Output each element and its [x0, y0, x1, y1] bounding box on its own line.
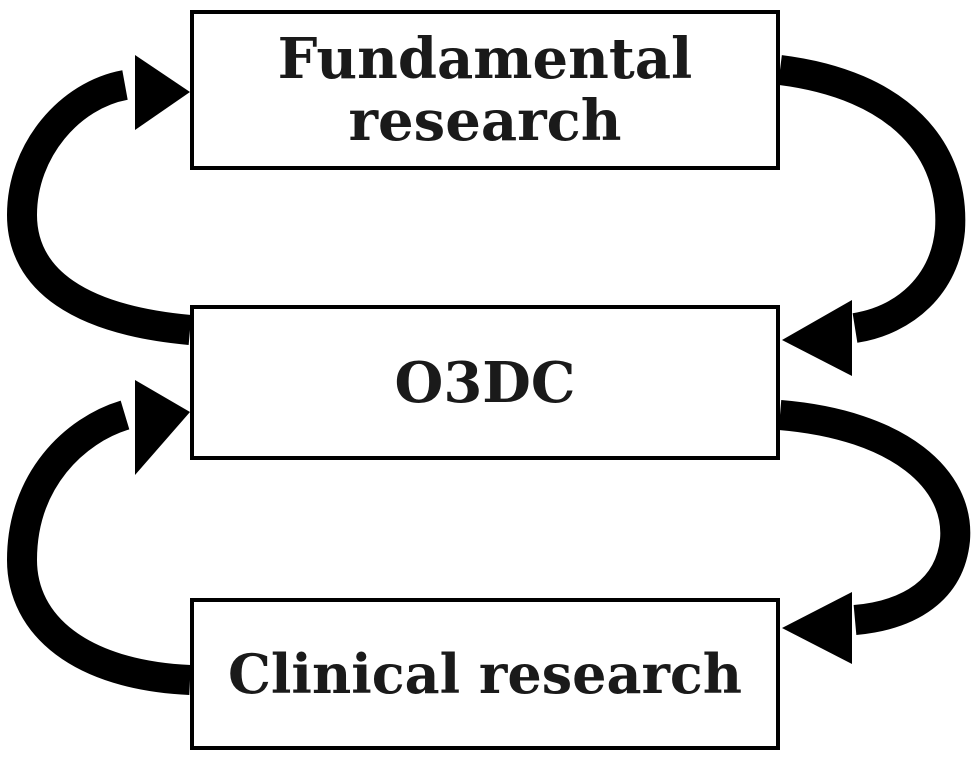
fundamental-research-line1: Fundamental [277, 26, 693, 92]
arrow-fundamental-to-o3dc [778, 55, 966, 376]
arrow-o3dc-to-fundamental [6, 55, 192, 345]
clinical-research-label: Clinical research [227, 642, 743, 706]
o3dc-label: O3DC [394, 349, 576, 416]
fundamental-research-box: Fundamental research [190, 10, 780, 170]
arrow-o3dc-to-clinical [778, 400, 971, 664]
fundamental-research-line2: research [348, 88, 622, 154]
arrow-clinical-to-o3dc [6, 380, 191, 695]
clinical-research-box: Clinical research [190, 598, 780, 750]
o3dc-box: O3DC [190, 305, 780, 460]
